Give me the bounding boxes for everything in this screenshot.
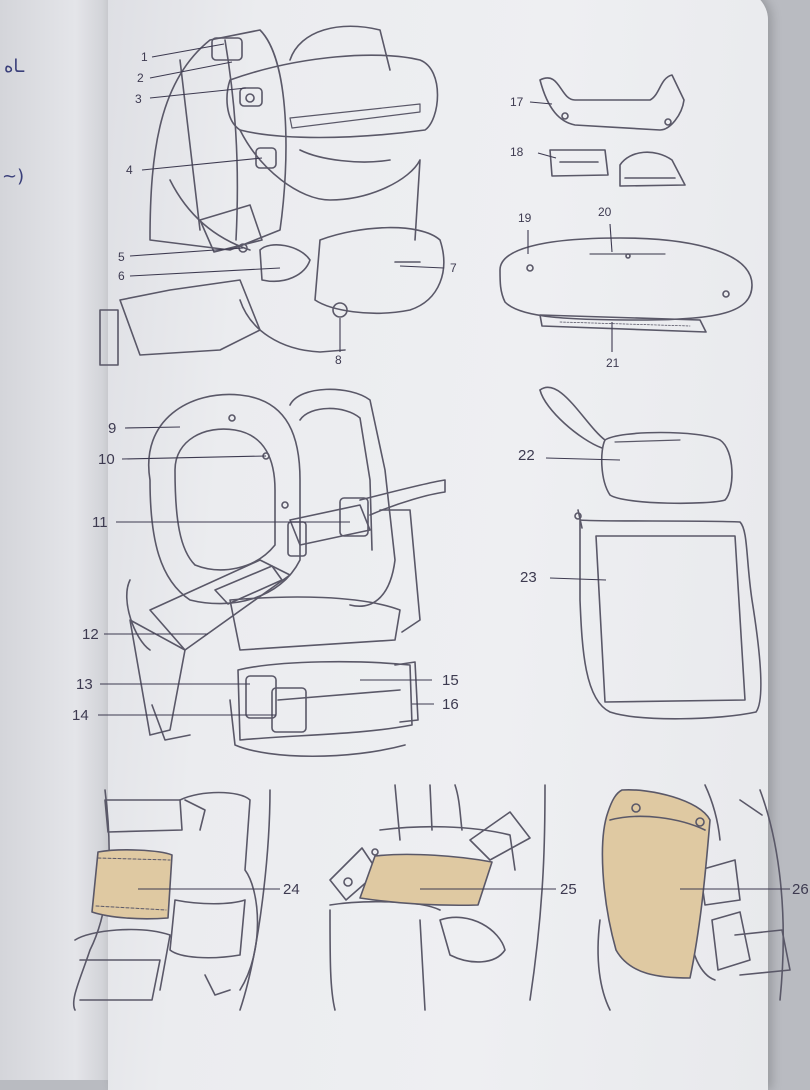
- label-5: 5: [118, 250, 125, 264]
- label-16: 16: [442, 696, 459, 713]
- label-9: 9: [108, 420, 117, 437]
- label-15: 15: [442, 672, 459, 689]
- part-hood: [499, 237, 753, 333]
- label-7: 7: [450, 261, 457, 275]
- pad-25: [359, 853, 493, 907]
- part-buckle-pieces: [549, 149, 686, 187]
- label-13: 13: [76, 676, 93, 693]
- label-20: 20: [598, 205, 612, 219]
- carrier-side-view: [99, 25, 445, 366]
- label-18: 18: [510, 145, 524, 159]
- label-11: 11: [92, 514, 108, 531]
- label-22: 22: [518, 447, 535, 464]
- left-page-mark-1: ـاه: [4, 56, 25, 77]
- label-21: 21: [606, 356, 620, 370]
- scene-24: [72, 789, 271, 1011]
- carrier-back-view: [126, 388, 446, 758]
- label-26: 26: [792, 881, 809, 898]
- label-23: 23: [520, 569, 537, 586]
- label-25: 25: [560, 881, 577, 898]
- label-12: 12: [82, 626, 99, 643]
- label-24: 24: [283, 881, 300, 898]
- part-storage-bag: [574, 509, 762, 720]
- label-10: 10: [98, 451, 115, 468]
- pad-24: [91, 849, 173, 920]
- label-4: 4: [126, 163, 133, 177]
- label-17: 17: [510, 95, 524, 109]
- label-19: 19: [518, 211, 532, 225]
- part-hood-clip: [539, 74, 685, 131]
- label-3: 3: [135, 92, 142, 106]
- left-page-mark-2: ~): [2, 166, 25, 187]
- label-14: 14: [72, 707, 89, 724]
- pad-26: [601, 788, 711, 979]
- label-6: 6: [118, 269, 125, 283]
- label-1: 1: [141, 50, 148, 64]
- label-8: 8: [335, 353, 342, 367]
- left-page: ـاه ~): [0, 0, 108, 1080]
- part-pouch: [539, 386, 733, 505]
- leader-lines: [98, 43, 790, 890]
- label-2: 2: [137, 71, 144, 85]
